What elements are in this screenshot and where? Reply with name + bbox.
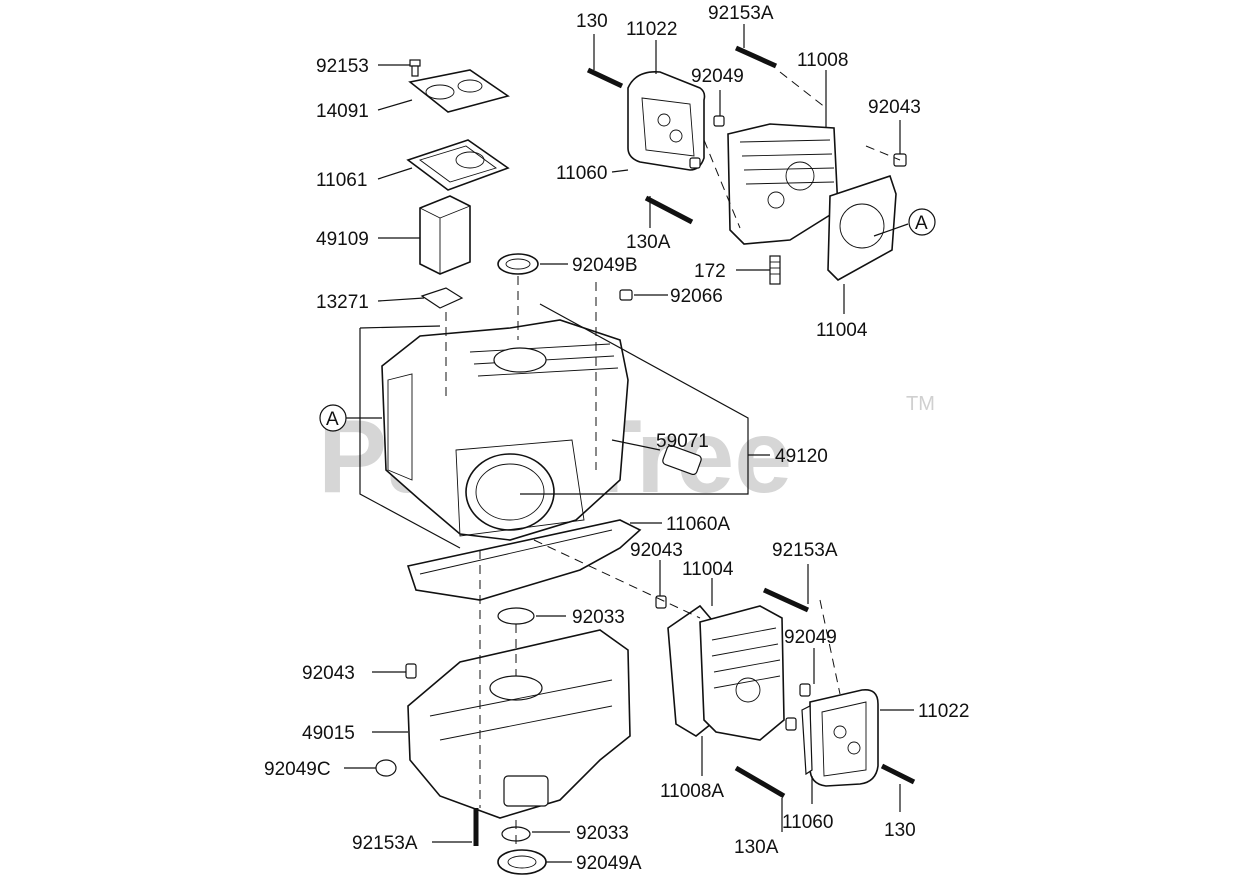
bolt-92153A-top[interactable] <box>734 45 778 69</box>
bolt-92153A-mid[interactable] <box>762 587 810 613</box>
head-gasket-11004-top[interactable] <box>827 174 897 281</box>
label-130-low: 130 <box>884 820 916 841</box>
label-172: 172 <box>694 261 726 282</box>
label-92153A-mid: 92153A <box>772 540 838 561</box>
seal-92049A[interactable] <box>497 849 547 875</box>
label-11061: 11061 <box>316 170 367 191</box>
dowel-92049-low[interactable] <box>785 683 811 731</box>
dowel-92066[interactable] <box>619 289 633 301</box>
label-92043-low: 92043 <box>302 663 355 684</box>
dowel-92043-left[interactable] <box>405 663 417 679</box>
seal-92049B[interactable] <box>497 253 539 275</box>
label-11060A: 11060A <box>666 514 730 535</box>
label-11004-top: 11004 <box>816 320 868 341</box>
label-92049-low: 92049 <box>784 627 837 648</box>
cylinder-head-11008A[interactable] <box>699 605 785 741</box>
label-92066: 92066 <box>670 286 723 307</box>
cylinder-head-11008[interactable] <box>727 123 839 245</box>
bolt-130-low[interactable] <box>880 763 916 785</box>
head-cover-11022-low[interactable] <box>809 688 879 787</box>
bolt-92153[interactable] <box>409 59 421 77</box>
label-92049C: 92049C <box>264 759 331 780</box>
plug-92049C[interactable] <box>375 759 397 777</box>
label-11008A: 11008A <box>660 781 724 802</box>
filter-element-49109[interactable] <box>419 195 471 275</box>
spring-172[interactable] <box>769 255 781 285</box>
callout-a-right <box>908 208 936 236</box>
plate-13271[interactable] <box>420 287 464 309</box>
label-11022-top: 11022 <box>626 19 677 40</box>
label-92153A-low: 92153A <box>352 833 418 854</box>
crankcase-49120[interactable] <box>381 319 629 541</box>
label-13271: 13271 <box>316 292 369 313</box>
label-14091: 14091 <box>316 101 369 122</box>
label-92153A-top: 92153A <box>708 3 774 24</box>
label-130A-top: 130A <box>626 232 671 253</box>
label-92049A: 92049A <box>576 853 642 874</box>
label-92043-top: 92043 <box>868 97 921 118</box>
label-11008: 11008 <box>797 50 848 71</box>
plug-59071[interactable] <box>662 444 703 476</box>
label-49109: 49109 <box>316 229 369 250</box>
label-11004-mid: 11004 <box>682 559 734 580</box>
label-92043-mid: 92043 <box>630 540 683 561</box>
gasket-11060A[interactable] <box>406 519 642 601</box>
label-92033-low: 92033 <box>576 823 629 844</box>
dowel-92049-top[interactable] <box>689 115 725 169</box>
bolt-130-top[interactable] <box>586 67 624 89</box>
label-11060-top: 11060 <box>556 163 607 184</box>
head-cover-11022-top[interactable] <box>627 71 706 171</box>
bolt-130A-top[interactable] <box>644 195 694 225</box>
label-11022-low: 11022 <box>918 701 969 722</box>
label-49120: 49120 <box>775 446 828 467</box>
label-49015: 49015 <box>302 723 355 744</box>
oring-92033-top[interactable] <box>497 607 535 625</box>
label-92049-top: 92049 <box>691 66 744 87</box>
label-92049B: 92049B <box>572 255 638 276</box>
label-59071: 59071 <box>656 431 709 452</box>
watermark-trademark: TM <box>906 393 935 415</box>
label-130-top: 130 <box>576 11 608 32</box>
label-130A-low: 130A <box>734 837 779 858</box>
cover-14091[interactable] <box>408 69 510 113</box>
bolt-130A-low[interactable] <box>734 765 786 799</box>
oilpan-49015[interactable] <box>407 629 631 819</box>
label-92033-top: 92033 <box>572 607 625 628</box>
gasket-11060-low[interactable] <box>801 705 813 776</box>
callout-a-left-text: A <box>326 409 339 430</box>
gasket-11061[interactable] <box>406 139 510 191</box>
label-92153: 92153 <box>316 56 369 77</box>
label-11060-low: 11060 <box>782 812 833 833</box>
callout-a-right-text: A <box>915 213 928 234</box>
